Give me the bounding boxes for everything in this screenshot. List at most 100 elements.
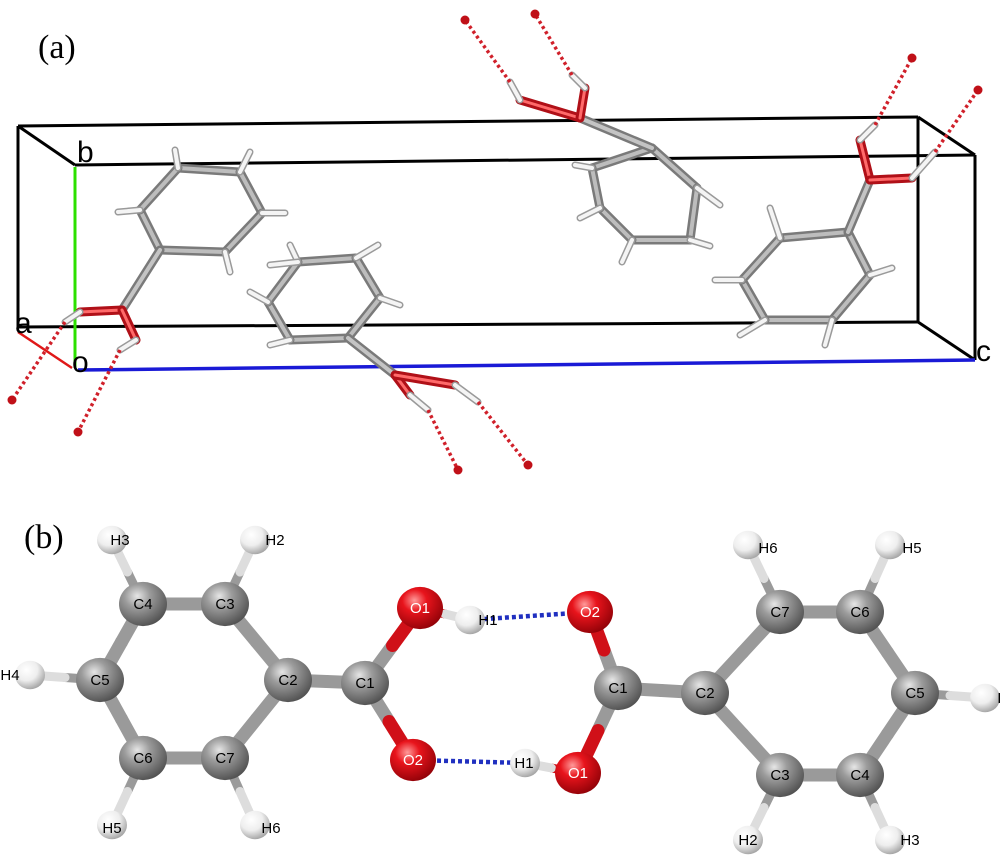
stick-bond xyxy=(346,336,397,377)
stick-bond xyxy=(598,206,634,242)
left-label-C4: C4 xyxy=(133,596,152,613)
stick-bond xyxy=(578,116,654,150)
left-label-C1: C1 xyxy=(355,675,374,692)
stick-bond xyxy=(63,310,82,324)
stick-bond xyxy=(248,290,270,304)
stick-bond xyxy=(296,256,358,264)
stick-bond xyxy=(223,250,232,274)
stick-bond xyxy=(138,166,180,212)
right-atom-C3 xyxy=(756,752,804,798)
right-label-C3: C3 xyxy=(770,767,789,784)
right-label-H1: H1 xyxy=(514,755,533,772)
stick-bond xyxy=(78,308,124,314)
stick-bond xyxy=(688,238,712,248)
left-atom-H5 xyxy=(97,810,127,840)
left-label-H5: H5 xyxy=(102,820,121,837)
contact-atom-dot xyxy=(73,427,83,437)
packing-molecules xyxy=(7,9,983,475)
left-atom-H4 xyxy=(15,660,45,690)
stick-bond xyxy=(354,243,380,260)
stick-bond xyxy=(740,236,782,282)
left-label-C3: C3 xyxy=(215,596,234,613)
right-label-H4: H4 xyxy=(997,690,1000,707)
stick-bond xyxy=(590,146,654,170)
right-atom-H4 xyxy=(970,683,1000,713)
stick-bond xyxy=(118,338,138,352)
stick-bond xyxy=(570,73,587,90)
right-label-O1: O1 xyxy=(568,765,588,782)
right-label-H2: H2 xyxy=(738,832,757,849)
left-label-H6: H6 xyxy=(261,820,280,837)
hydrogen-bonds xyxy=(412,609,591,766)
stick-bond xyxy=(778,230,850,240)
stick-bond xyxy=(238,150,252,174)
hbond-contact xyxy=(933,89,980,153)
right-atom-C1 xyxy=(594,665,642,711)
right-atom-H5 xyxy=(875,530,905,560)
stick-bond xyxy=(158,248,227,254)
left-atom-O1 xyxy=(397,586,443,630)
left-atom-H1 xyxy=(455,605,485,635)
left-atom-C6 xyxy=(119,735,167,781)
stick-bond xyxy=(740,278,767,322)
contact-atom-dot xyxy=(530,9,540,19)
hbond-contact xyxy=(426,409,460,471)
stick-bond xyxy=(573,163,594,170)
right-atom-C5 xyxy=(891,670,939,716)
right-atom-O2 xyxy=(567,590,613,634)
contact-atom-dot xyxy=(460,15,470,25)
stick-bond xyxy=(620,238,634,264)
left-label-H2: H2 xyxy=(265,532,284,549)
axis-label-a: a xyxy=(15,307,32,340)
right-atom-H1 xyxy=(510,748,540,778)
contact-atom-dot xyxy=(523,460,533,470)
left-label-C2: C2 xyxy=(278,672,297,689)
left-label-H4: H4 xyxy=(0,667,19,684)
left-atom-C7 xyxy=(201,735,249,781)
stick-bond xyxy=(578,206,602,220)
bonds xyxy=(25,535,990,845)
right-atom-O1 xyxy=(555,751,601,795)
stick-bond xyxy=(116,208,142,214)
stick-bond xyxy=(846,230,872,277)
left-atom-C1 xyxy=(341,660,389,706)
left-atom-C5 xyxy=(76,657,124,703)
stick-bond xyxy=(176,166,242,174)
stick-bond xyxy=(868,176,914,182)
stick-bond xyxy=(858,138,872,182)
left-label-H3: H3 xyxy=(110,532,129,549)
hbond-contact xyxy=(463,18,512,84)
contact-atom-dot xyxy=(453,465,463,475)
left-label-O2: O2 xyxy=(403,752,423,769)
left-atom-C3 xyxy=(201,581,249,627)
right-label-C5: C5 xyxy=(905,685,924,702)
right-label-H6: H6 xyxy=(758,540,777,557)
stick-bond xyxy=(378,296,402,307)
panel-a-label: (a) xyxy=(38,29,76,66)
stick-bond xyxy=(268,260,300,267)
panel-b-label: (b) xyxy=(24,519,64,556)
right-atom-H6 xyxy=(733,530,763,560)
stick-bond xyxy=(408,393,430,412)
right-label-C2: C2 xyxy=(695,685,714,702)
stick-bond xyxy=(266,300,292,342)
stick-bond xyxy=(268,338,292,347)
stick-bond xyxy=(858,123,877,142)
axis-label-b: b xyxy=(77,136,94,169)
contact-atom-dot xyxy=(7,395,17,405)
stick-bond xyxy=(346,296,382,340)
stick-bond xyxy=(868,266,894,277)
stick-bond xyxy=(688,186,699,242)
hbond-contact xyxy=(533,13,574,76)
right-label-C7: C7 xyxy=(770,604,789,621)
stick-bond xyxy=(266,260,300,304)
stick-bond xyxy=(830,273,872,322)
stick-bond xyxy=(223,211,264,254)
right-atom-H2 xyxy=(733,825,763,855)
stick-bond xyxy=(823,318,834,347)
panel-a: (a) b a o c xyxy=(7,9,991,475)
c-axis xyxy=(77,358,976,372)
stick-bond xyxy=(508,80,522,102)
contact-atom-dot xyxy=(907,53,917,63)
